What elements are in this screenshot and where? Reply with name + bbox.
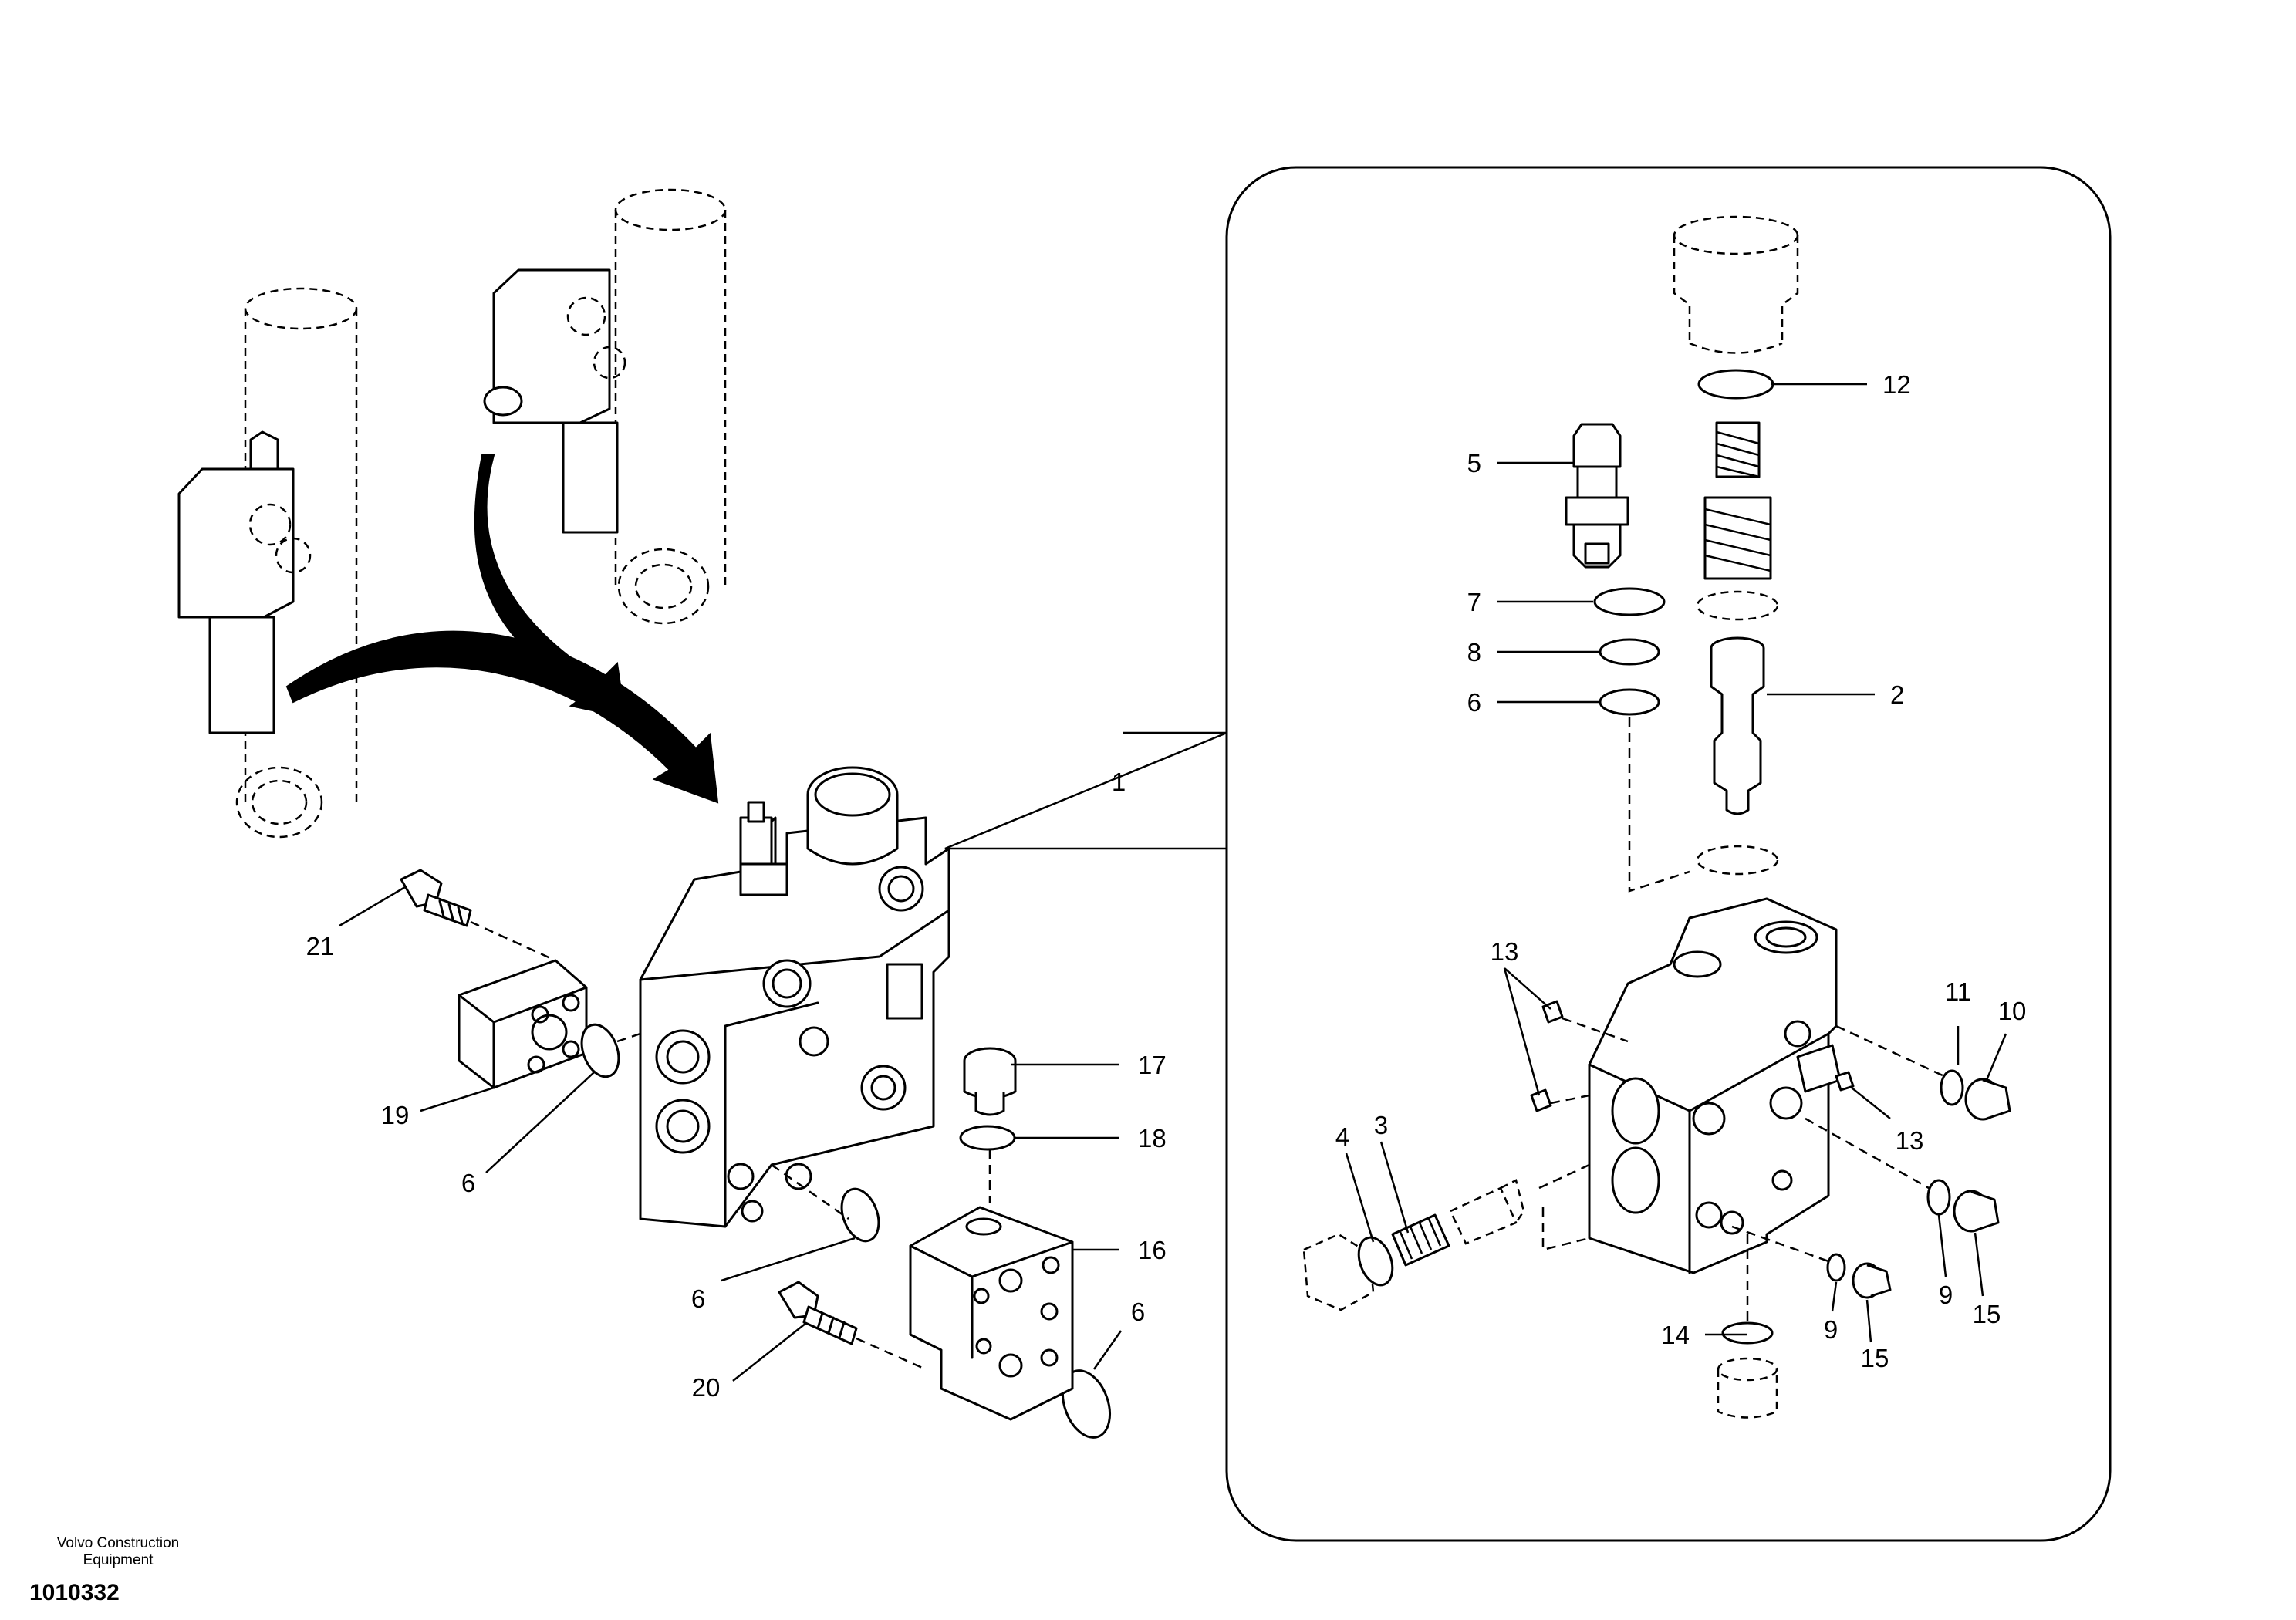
valve-housing-detail	[1588, 897, 1842, 1274]
callout-6-flange: 6	[461, 1169, 475, 1197]
location-view-left	[177, 287, 358, 839]
callout-6-lower: 6	[691, 1284, 705, 1313]
spring-inner	[1715, 421, 1761, 478]
callout-6-block16: 6	[1131, 1298, 1145, 1326]
leader-lines	[339, 383, 2007, 1382]
dash-to-15-lower	[1731, 1225, 1829, 1263]
plug-part-15-right	[1953, 1190, 2000, 1233]
location-view-right	[483, 188, 727, 625]
plug-part-10	[1964, 1078, 2011, 1121]
dash-to-10-11	[1835, 1024, 1945, 1078]
o-ring-part-14	[1721, 1321, 1774, 1345]
document-number: 1010332	[29, 1580, 120, 1605]
o-ring-part-12	[1697, 369, 1774, 400]
valve-section-main	[639, 766, 950, 1228]
callout-8: 8	[1467, 638, 1481, 667]
o-ring-part-6-flange	[580, 1023, 620, 1078]
dash-poppet-to-block	[1538, 1163, 1590, 1251]
callout-9-lower: 9	[1824, 1315, 1838, 1344]
callout-21: 21	[306, 932, 335, 960]
o-ring-leader-dash-b	[771, 1163, 849, 1220]
callout-7: 7	[1467, 588, 1481, 616]
o-ring-part-6-lower	[840, 1187, 880, 1243]
callout-15-right: 15	[1973, 1300, 2001, 1328]
plug-ghost-left	[1302, 1233, 1375, 1311]
location-arrows	[285, 454, 719, 804]
o-ring-part-9-lower	[1826, 1253, 1846, 1282]
exploded-detail-frame	[1225, 166, 2112, 1542]
callout-17: 17	[1138, 1051, 1167, 1079]
callout-12: 12	[1882, 370, 1911, 399]
plug-part-17	[963, 1047, 1017, 1116]
manufacturer-label: Volvo Construction Equipment	[22, 1535, 214, 1569]
callout-3: 3	[1374, 1111, 1388, 1139]
spring-part-3	[1391, 1213, 1450, 1267]
callout-19: 19	[381, 1101, 410, 1129]
callout-13-right: 13	[1896, 1126, 1924, 1155]
block-part-16	[909, 1206, 1074, 1421]
spring-seat-ghost-lower	[1696, 845, 1779, 876]
o-ring-part-6-detail	[1599, 688, 1660, 716]
manufacturer-line-2: Equipment	[83, 1552, 154, 1568]
spring-outer	[1703, 496, 1772, 580]
callout-14: 14	[1661, 1321, 1690, 1349]
callout-16: 16	[1138, 1236, 1167, 1264]
relief-valve-part-5	[1565, 423, 1629, 569]
manufacturer-line-1: Volvo Construction	[56, 1535, 180, 1551]
dash-6-to-block	[1628, 717, 1690, 893]
callout-4: 4	[1335, 1122, 1349, 1151]
o-ring-part-6-block16	[1062, 1369, 1111, 1439]
o-ring-part-18	[959, 1125, 1016, 1151]
bolt-part-20	[778, 1281, 927, 1371]
callout-10: 10	[1998, 997, 2027, 1025]
spool-part-2	[1710, 636, 1765, 815]
callout-1: 1	[1112, 768, 1126, 796]
o-ring-part-7	[1593, 587, 1666, 616]
callout-13-left: 13	[1491, 937, 1519, 966]
bolt-part-21	[400, 869, 556, 962]
callout-6-detail: 6	[1467, 688, 1481, 717]
flange-part-19	[458, 959, 588, 1089]
poppet-ghost	[1449, 1179, 1525, 1245]
o-ring-part-4	[1357, 1236, 1394, 1287]
callout-18: 18	[1138, 1124, 1167, 1153]
plug-part-13-lower	[1530, 1088, 1590, 1112]
detail-top-cap-ghost	[1673, 215, 1799, 354]
o-ring-part-11	[1940, 1069, 1964, 1106]
backup-ring-part-8	[1599, 638, 1660, 666]
plug-part-15-lower	[1852, 1262, 1892, 1299]
callout-5: 5	[1467, 449, 1481, 478]
callout-11: 11	[1945, 977, 1971, 1006]
dash-to-15-right	[1805, 1117, 1930, 1190]
o-ring-part-9-right	[1926, 1179, 1951, 1216]
callout-20: 20	[692, 1373, 721, 1402]
callout-9-right: 9	[1939, 1281, 1953, 1309]
plug-part-13-right	[1835, 1071, 1855, 1092]
callout-15-lower: 15	[1861, 1344, 1889, 1372]
detail-pointer	[944, 731, 1227, 850]
spring-seat-ghost-upper	[1696, 590, 1779, 621]
bottom-plug-ghost	[1717, 1357, 1778, 1419]
callout-2: 2	[1890, 680, 1904, 709]
callout-labels: 1 2 3 4 5 6 6 6 6 7 8 9 9 10 11 12 13 13…	[306, 370, 2027, 1402]
o-ring-leader-dash-a	[616, 1032, 641, 1043]
